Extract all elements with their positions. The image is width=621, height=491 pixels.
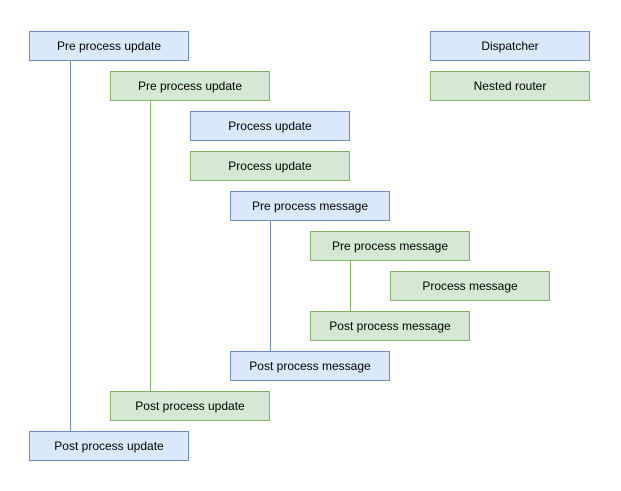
node-post-process-message-dispatcher[interactable]: Post process message	[230, 351, 390, 381]
legend-item-nested-router: Nested router	[430, 71, 590, 101]
node-process-update-dispatcher[interactable]: Process update	[190, 111, 350, 141]
node-pre-process-message-router[interactable]: Pre process message	[310, 231, 470, 261]
node-post-process-update-dispatcher[interactable]: Post process update	[29, 431, 189, 461]
legend-item-dispatcher: Dispatcher	[430, 31, 590, 61]
node-post-process-message-router[interactable]: Post process message	[310, 311, 470, 341]
node-process-message-router[interactable]: Process message	[390, 271, 550, 301]
node-process-update-router[interactable]: Process update	[190, 151, 350, 181]
edge-router-message	[350, 261, 351, 311]
node-pre-process-update-router[interactable]: Pre process update	[110, 71, 270, 101]
node-post-process-update-router[interactable]: Post process update	[110, 391, 270, 421]
edge-dispatcher-message	[270, 221, 271, 351]
edge-dispatcher-update	[70, 61, 71, 431]
node-pre-process-message-dispatcher[interactable]: Pre process message	[230, 191, 390, 221]
edge-router-update	[150, 101, 151, 391]
node-pre-process-update-dispatcher[interactable]: Pre process update	[29, 31, 189, 61]
